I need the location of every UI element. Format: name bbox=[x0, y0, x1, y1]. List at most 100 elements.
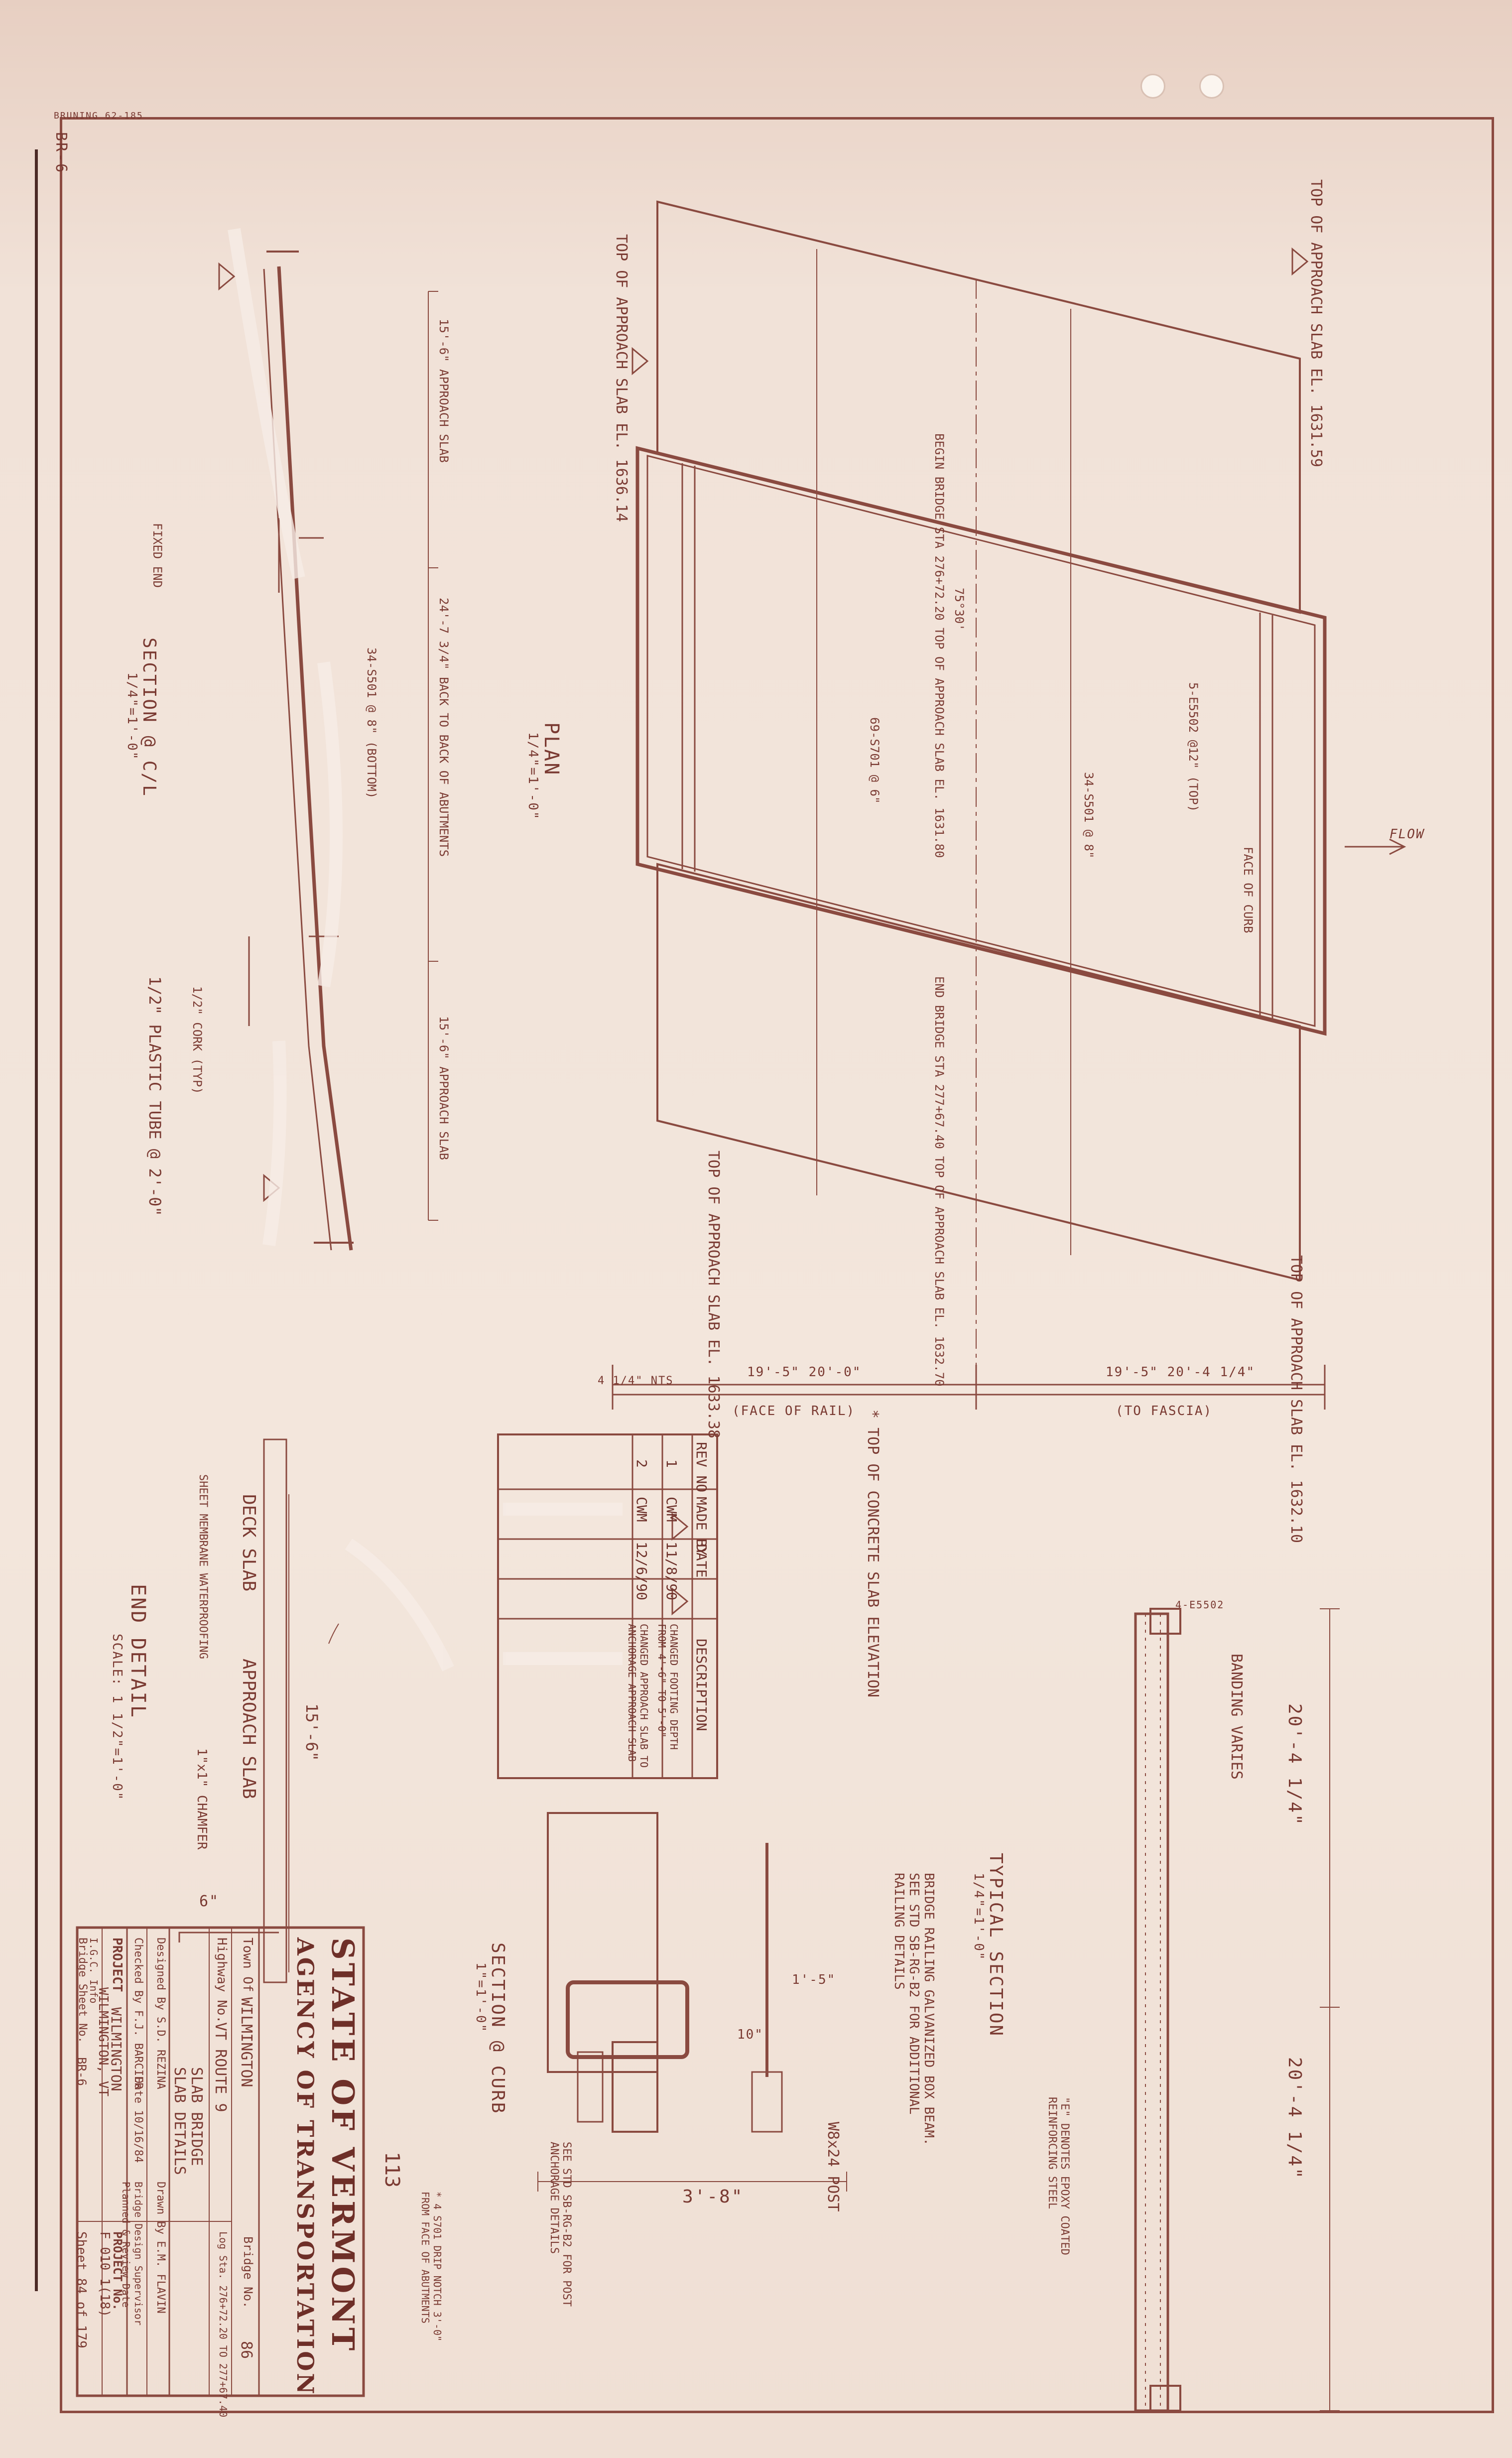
typical-section-outline bbox=[1134, 1612, 1169, 2412]
rev-row-1-no: 1 bbox=[663, 1459, 680, 1468]
title-gc-info: I.G.C. Info bbox=[88, 1938, 100, 2004]
title-town: WILMINGTON bbox=[238, 1997, 255, 2087]
title-state: STATE OF VERMONT bbox=[325, 1938, 361, 2354]
plan-bottom-slab-right: TOP OF APPROACH SLAB EL. 1632.10 bbox=[1287, 1255, 1305, 1543]
plan-top-slab-right: TOP OF APPROACH SLAB EL. 1631.59 bbox=[1307, 179, 1325, 467]
rev-row-2-description: CHANGED APPROACH SLAB TO ANCHORAGE APPRO… bbox=[626, 1624, 650, 1768]
rev-row-1-description: CHANGED FOOTING DEPTH FROM 4'-6" TO 5'-0… bbox=[656, 1624, 680, 1750]
section-curb-title: SECTION @ CURB bbox=[488, 1942, 508, 2115]
plan-rebar-2: 69-S701 @ 6" bbox=[868, 717, 882, 804]
plan-face-of-rail: (FACE OF RAIL) bbox=[732, 1404, 856, 1419]
end-detail-chamfer: 1"x1" CHAMFER bbox=[194, 1748, 209, 1850]
title-highway-label: Highway No. bbox=[214, 1938, 229, 2024]
plan-lower-slab bbox=[656, 863, 1301, 1282]
plan-upper-slab bbox=[656, 200, 1301, 614]
plan-note: * TOP OF CONCRETE SLAB ELEVATION bbox=[864, 1410, 882, 1697]
plan-dim-left: 19'-5" 20'-0" bbox=[747, 1365, 862, 1380]
title-agency: AGENCY OF TRANSPORTATION bbox=[292, 1938, 319, 2396]
title-highway: VT ROUTE 9 bbox=[212, 2022, 229, 2112]
plan-title: PLAN bbox=[540, 722, 563, 776]
section-slab-top bbox=[277, 266, 353, 1251]
title-bridge-no-label: Bridge No. bbox=[241, 2236, 255, 2309]
typical-section-railing: BRIDGE RAILING GALVANIZED BOX BEAM. SEE … bbox=[891, 1873, 936, 2146]
typical-section-bar: 4-E5502 bbox=[1175, 1599, 1225, 1611]
plan-begin-bridge: BEGIN BRIDGE STA 276+72.20 TOP OF APPROA… bbox=[932, 433, 946, 858]
title-bridge-no: 86 bbox=[238, 2341, 255, 2359]
rev-header-date: DATE bbox=[693, 1544, 710, 1578]
end-detail-length: 15'-6" bbox=[302, 1703, 321, 1761]
plan-end-bridge: END BRIDGE STA 277+67.40 TOP OF APPROACH… bbox=[932, 976, 946, 1387]
section-cl-fixed-end: FIXED END bbox=[150, 523, 164, 588]
rev-header-no: REV NO bbox=[693, 1442, 710, 1493]
title-date: Date 10/16/84 bbox=[132, 2077, 144, 2163]
title-sheet-label: Bridge Sheet No. bbox=[76, 1938, 89, 2043]
typical-section-title: TYPICAL SECTION bbox=[986, 1853, 1006, 2038]
plan-bottom-slab-left: TOP OF APPROACH SLAB EL. 1633.38 bbox=[705, 1151, 722, 1438]
plan-rebar-1: 34-S501 @ 8" bbox=[1082, 772, 1096, 859]
plan-face-of-curb: FACE OF CURB bbox=[1241, 847, 1255, 933]
rev-row-2-date: 12/6/90 bbox=[633, 1542, 650, 1601]
title-designed-by: Designed By S.D. REZINA bbox=[154, 1938, 167, 2089]
section-cl-back-to-back: 24'-7 3/4" BACK TO BACK OF ABUTMENTS bbox=[437, 598, 451, 857]
plan-scale: 1/4"=1'-0" bbox=[525, 732, 540, 820]
stamp-text: BRUNING 62-185 bbox=[54, 111, 143, 121]
title-drawn-by: Drawn By E.M. FLAVIN bbox=[154, 2182, 167, 2314]
title-location: WILMINGTON, VT bbox=[96, 1987, 111, 2097]
title-sheet-no: BR-6 bbox=[75, 2057, 89, 2086]
punch-hole bbox=[1199, 74, 1224, 99]
typical-section-scale: 1/4"=1'-0" bbox=[971, 1873, 986, 1961]
end-detail-membrane: SHEET MEMBRANE WATERPROOFING bbox=[197, 1474, 209, 1659]
plan-flow-label: FLOW bbox=[1389, 827, 1425, 842]
end-detail-scale: SCALE: 1 1/2"=1'-0" bbox=[110, 1634, 125, 1801]
section-curb-dim-a: 1'-5" bbox=[792, 1972, 836, 1987]
rev-row-2-no: 2 bbox=[633, 1459, 650, 1468]
section-curb-note: * 4 S701 DRIP NOTCH 3'-0" FROM FACE OF A… bbox=[419, 2192, 443, 2342]
plan-angle: 75°30' bbox=[952, 588, 966, 631]
section-curb-scale: 1"=1'-0" bbox=[473, 1962, 488, 2033]
plan-top-slab-left: TOP OF APPROACH SLAB EL. 1636.14 bbox=[613, 234, 630, 522]
typical-section-dim-left: 20'-4 1/4" bbox=[1284, 1703, 1305, 1826]
plan-bridge-slab bbox=[635, 446, 1327, 1036]
rev-row-1-date: 11/8/90 bbox=[663, 1542, 680, 1601]
section-cl-title: SECTION @ C/L bbox=[139, 638, 159, 797]
title-drawing-2: SLAB DETAILS bbox=[171, 2067, 188, 2175]
erasure-marks bbox=[228, 228, 623, 1672]
rev-row-1-by: CWM bbox=[663, 1497, 680, 1522]
section-cl-cork: 1/2" CORK (TYP) bbox=[190, 986, 204, 1094]
title-block-frame bbox=[76, 1926, 365, 2397]
rev-header-description: DESCRIPTION bbox=[693, 1639, 710, 1731]
end-detail-deck-slab: DECK SLAB bbox=[239, 1494, 259, 1592]
title-checked-by: Checked By F.J. BARCIER bbox=[132, 1938, 144, 2089]
title-town-label: Town Of bbox=[240, 1938, 255, 1992]
title-project-label: PROJECT bbox=[110, 1938, 125, 1992]
page-mark: 113 bbox=[380, 2152, 403, 2188]
section-curb-dim-b: 10" bbox=[737, 2027, 763, 2042]
typical-section-banding: BANDING VARIES bbox=[1228, 1654, 1245, 1780]
section-cl-approach-right: 15'-6" APPROACH SLAB bbox=[437, 1016, 451, 1160]
sheet-edge-line bbox=[35, 149, 38, 2291]
section-curb-dim-total: 3'-8" bbox=[682, 2187, 744, 2207]
title-supervisor: Bridge Design Supervisor bbox=[132, 2182, 144, 2326]
section-cl-scale: 1/4"=1'-0" bbox=[125, 672, 139, 761]
punch-hole bbox=[1140, 74, 1165, 99]
typical-section-note: "E" DENOTES EPOXY COATED REINFORCING STE… bbox=[1046, 2097, 1071, 2255]
title-project-no-label: PROJECT No. bbox=[111, 2231, 125, 2311]
end-detail-title: END DETAIL bbox=[126, 1584, 149, 1719]
title-drawing-1: SLAB BRIDGE bbox=[188, 2067, 205, 2166]
section-curb-post: W8x24 POST bbox=[824, 2122, 842, 2212]
section-cl-plastic-tube: 1/2" PLASTIC TUBE @ 2'-0" bbox=[145, 976, 164, 1216]
title-sheet-of: Sheet 84 of 179 bbox=[74, 2231, 89, 2348]
typical-section-dim-right: 20'-4 1/4" bbox=[1284, 2057, 1305, 2180]
end-detail-approach-slab: APPROACH SLAB bbox=[239, 1659, 259, 1799]
plan-dim-right: 19'-5" 20'-4 1/4" bbox=[1106, 1365, 1256, 1380]
plan-to-fascia: (TO FASCIA) bbox=[1116, 1404, 1213, 1419]
section-cl-bottom-bars: 34-S501 @ 8" (BOTTOM) bbox=[365, 647, 378, 799]
plan-rebar-3: 5-E5502 @12" (TOP) bbox=[1186, 682, 1200, 812]
rev-row-2-by: CWM bbox=[633, 1497, 650, 1522]
title-log-sta: Log Sta. 276+72.20 TO 277+67.40 bbox=[217, 2231, 229, 2418]
plan-nts: 4 1/4" NTS bbox=[598, 1375, 674, 1387]
drawing-border bbox=[60, 117, 1494, 2413]
end-detail-width: 6" bbox=[199, 1893, 220, 1910]
